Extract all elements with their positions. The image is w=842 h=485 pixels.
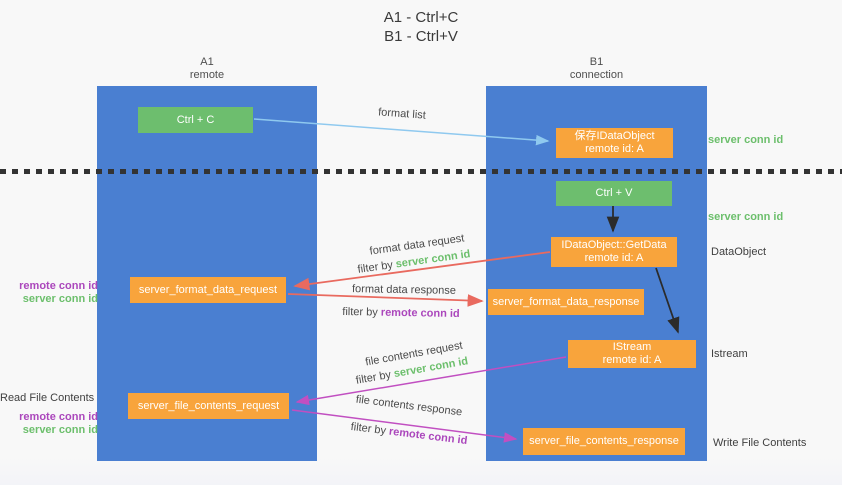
column-a-name: remote (189, 69, 225, 81)
filter-key-remote-conn-id-4: remote conn id (388, 425, 468, 448)
server-conn-id-label-top: server conn id (708, 134, 784, 146)
column-a-id: A1 (200, 56, 214, 68)
istream-label: Istream (711, 348, 748, 360)
column-a-header: A1 remote (97, 56, 317, 82)
column-b-header: B1 connection (486, 56, 707, 82)
save-dataobject-line2: remote id: A (585, 143, 644, 155)
getdata-box: IDataObject::GetData remote id: A (551, 237, 677, 267)
format-list-arrow-label: format list (377, 106, 427, 122)
getdata-line1: IDataObject::GetData (561, 239, 667, 251)
filter-by-text-3: filter by (354, 368, 395, 387)
read-file-contents-label: Read File Contents (0, 392, 95, 404)
diagram-title: A1 - Ctrl+C B1 - Ctrl+V (0, 8, 842, 46)
ctrl-v-label: Ctrl + V (595, 187, 633, 199)
file-contents-response-arrow-label: file contents response (355, 393, 463, 419)
istream-line1: IStream (612, 341, 652, 353)
ctrl-c-label: Ctrl + C (176, 113, 215, 126)
server-file-contents-request-box: server_file_contents_request (128, 393, 289, 419)
istream-box: IStream remote id: A (568, 340, 696, 368)
server-format-data-response-box: server_format_data_response (488, 289, 644, 315)
save-dataobject-box: 保存IDataObject remote id: A (556, 128, 673, 158)
server-format-data-request-box: server_format_data_request (130, 277, 286, 303)
filter-key-remote-conn-id-2: remote conn id (380, 306, 460, 321)
column-b-name: connection (569, 69, 624, 81)
column-b-id: B1 (589, 56, 604, 68)
ctrl-v-box: Ctrl + V (556, 181, 672, 206)
dotted-separator (0, 169, 842, 174)
filter-by-text-4: filter by (350, 420, 390, 438)
server-conn-id-label-mid: server conn id (708, 211, 784, 223)
format-remote-conn-id-label: remote conn id (19, 280, 98, 292)
server-format-data-request-label: server_format_data_request (138, 283, 278, 296)
save-dataobject-line1: 保存IDataObject (574, 130, 655, 142)
filter-by-text-2: filter by (342, 305, 381, 319)
title-line-1: A1 - Ctrl+C (383, 9, 459, 26)
title-line-2: B1 - Ctrl+V (384, 28, 458, 45)
getdata-line2: remote id: A (584, 252, 644, 264)
server-file-contents-request-label: server_file_contents_request (137, 399, 280, 412)
server-file-contents-response-box: server_file_contents_response (523, 428, 685, 455)
format-data-response-arrow-label: format data response (351, 283, 457, 297)
format-server-conn-id-label: server conn id (22, 293, 98, 305)
write-file-contents-label: Write File Contents (713, 437, 807, 449)
file-server-conn-id-label: server conn id (22, 424, 98, 436)
server-format-data-response-label: server_format_data_response (492, 295, 640, 308)
ctrl-c-box: Ctrl + C (138, 107, 253, 133)
format-data-response-filter-label: filter by remote conn id (342, 306, 460, 320)
filter-by-text-1: filter by (356, 258, 397, 276)
file-contents-response-filter-label: filter by remote conn id (350, 421, 468, 447)
dataobject-label: DataObject (711, 246, 767, 258)
istream-line2: remote id: A (602, 354, 662, 366)
server-file-contents-response-label: server_file_contents_response (529, 435, 679, 447)
file-remote-conn-id-label: remote conn id (19, 411, 98, 423)
